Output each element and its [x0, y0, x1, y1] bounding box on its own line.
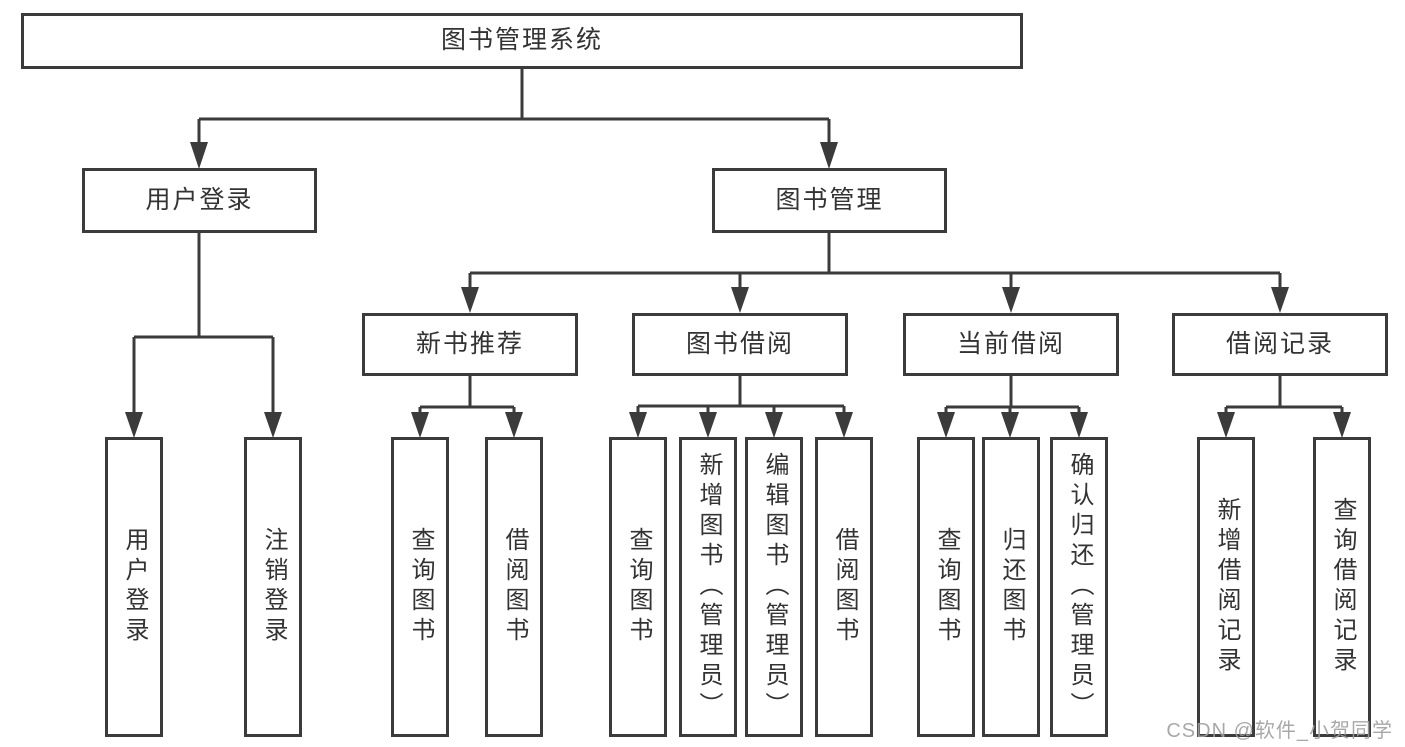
leaf-nbr-query-book: 查询图书 [391, 437, 449, 737]
node-current-borrowing: 当前借阅 [903, 313, 1119, 376]
node-book-management: 图书管理 [712, 168, 947, 233]
node-book-borrowing: 图书借阅 [632, 313, 848, 376]
leaf-bb-add-book-admin: 新增图书（管理员） [679, 437, 737, 737]
leaf-bb-edit-book-admin: 编辑图书（管理员） [745, 437, 803, 737]
leaf-br-add-record: 新增借阅记录 [1197, 437, 1255, 737]
leaf-cb-return-book: 归还图书 [982, 437, 1040, 737]
leaf-logout-login: 注销登录 [244, 437, 302, 737]
node-new-book-recommend: 新书推荐 [362, 313, 578, 376]
leaf-nbr-borrow-book: 借阅图书 [485, 437, 543, 737]
leaf-user-login: 用户登录 [105, 437, 163, 737]
leaf-bb-borrow-book: 借阅图书 [815, 437, 873, 737]
leaf-cb-query-book: 查询图书 [917, 437, 975, 737]
node-library-system: 图书管理系统 [21, 13, 1023, 69]
csdn-watermark: CSDN @软件_小贺同学 [1166, 720, 1393, 742]
node-user-login: 用户登录 [82, 168, 317, 233]
leaf-bb-query-book: 查询图书 [609, 437, 667, 737]
node-borrowing-records: 借阅记录 [1172, 313, 1388, 376]
leaf-br-query-record: 查询借阅记录 [1313, 437, 1371, 737]
leaf-cb-confirm-return-admin: 确认归还（管理员） [1050, 437, 1108, 737]
